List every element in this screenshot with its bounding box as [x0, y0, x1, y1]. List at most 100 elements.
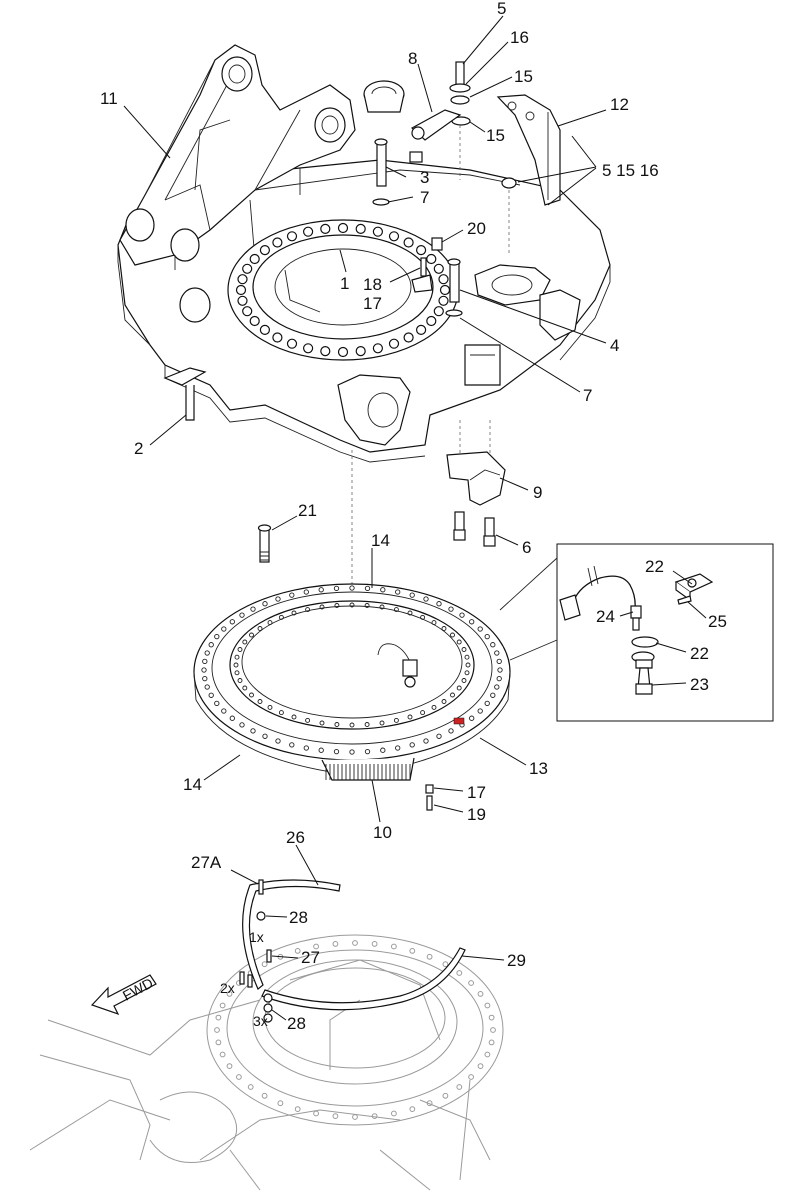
lower-bolt-holes	[214, 940, 496, 1120]
bearing-hole	[436, 733, 442, 739]
bearing-hole	[221, 708, 227, 714]
lower-bolt-hole	[426, 953, 433, 960]
bolt-head	[438, 295, 449, 306]
bearing-hole	[204, 684, 210, 690]
bearing-hole	[364, 748, 371, 755]
bearing-hole	[431, 704, 437, 710]
bearing-hole	[423, 596, 429, 602]
lower-bolt-hole	[409, 948, 416, 954]
bearing-hole	[409, 742, 415, 748]
callout-5-15-16: 5 15 16	[602, 161, 659, 180]
lower-bolt-hole	[247, 1084, 254, 1090]
lower-bolt-hole	[456, 970, 463, 976]
bearing-hole	[239, 722, 245, 728]
lower-bolt-hole	[409, 1106, 416, 1112]
lower-bolt-hole	[219, 1002, 226, 1009]
callout-17-b: 17	[467, 783, 486, 802]
bolt-head	[426, 315, 437, 327]
bolt-head	[439, 284, 451, 296]
bolt-head	[242, 306, 253, 317]
bearing-hole	[333, 748, 340, 755]
bearing-bolt-holes	[201, 585, 503, 755]
bearing-hole	[490, 642, 496, 648]
bearing-hole	[305, 717, 311, 723]
lower-bolt-hole	[484, 1002, 491, 1009]
bearing-hole	[349, 722, 355, 728]
callout-22-a: 22	[645, 557, 664, 576]
lower-bolt-hole	[215, 1014, 222, 1021]
bearing-hole	[364, 603, 370, 608]
bearing-hole	[303, 589, 309, 595]
bolt-circle	[235, 222, 451, 358]
bearing-hole	[278, 614, 284, 620]
bearing-hole	[303, 745, 309, 751]
lower-bolt-hole	[391, 1110, 397, 1117]
lower-bolt-hole	[391, 943, 397, 950]
bolt-head	[438, 274, 449, 285]
bearing-hole	[229, 715, 235, 721]
bearing-hole	[305, 607, 311, 613]
callout-20: 20	[467, 219, 486, 238]
bearing-hole	[380, 587, 386, 593]
bearing-hole	[267, 704, 273, 710]
lower-bolt-hole	[277, 1100, 284, 1107]
lower-bolt-hole	[294, 948, 301, 954]
bearing-hole	[423, 738, 429, 744]
lower-bolt-hole	[332, 1113, 339, 1119]
bolt-head	[403, 237, 414, 248]
bearing-hole	[275, 596, 281, 602]
lower-bolt-hole	[488, 1039, 495, 1046]
lower-bolt-hole	[226, 1063, 233, 1069]
lower-bolt-hole	[226, 991, 233, 997]
lower-bolt-hole	[313, 1110, 320, 1117]
bearing-hole	[450, 692, 455, 698]
bearing-hole	[289, 742, 295, 748]
bolt-head	[303, 226, 314, 237]
bearing-hole	[234, 670, 240, 676]
lower-bolt-hole	[219, 1051, 226, 1058]
bolt-head	[372, 343, 383, 354]
bearing-hole	[364, 722, 370, 727]
bearing-hole	[441, 699, 447, 704]
bolt-head	[355, 346, 366, 357]
bearing-hole	[208, 692, 214, 698]
bearing-hole	[407, 610, 413, 616]
callout-18: 18	[363, 275, 382, 294]
bearing-hole	[409, 592, 415, 598]
callout-29: 29	[507, 951, 526, 970]
bearing-hole	[239, 612, 245, 618]
upper-frame-drawing	[117, 44, 611, 463]
callout-23: 23	[690, 675, 709, 694]
lower-bolt-hole	[442, 1092, 449, 1099]
bearing-hole	[349, 602, 355, 608]
bolt-head	[433, 263, 444, 274]
lower-bolt-hole	[294, 1106, 301, 1112]
lower-bolt-hole	[477, 991, 484, 997]
bearing-hole	[249, 692, 254, 698]
lower-bolt-hole	[477, 1063, 484, 1069]
sensor-detail-inset	[499, 543, 774, 722]
callout-8: 8	[408, 49, 417, 68]
gear-teeth	[325, 764, 411, 780]
bearing-hole	[393, 607, 399, 613]
callout-7-b: 7	[583, 386, 592, 405]
bearing-hole	[477, 626, 483, 632]
callout-10: 10	[373, 823, 392, 842]
bearing-hole	[395, 745, 401, 751]
bearing-hole	[233, 662, 239, 668]
bolt-head	[403, 332, 414, 343]
bearing-hole	[333, 585, 340, 592]
bearing-hole	[461, 678, 467, 683]
bearing-hole	[497, 667, 503, 673]
bearing-hole	[464, 654, 470, 660]
callout-17-a: 17	[363, 294, 382, 313]
lower-bolt-hole	[332, 941, 339, 947]
callout-4: 4	[610, 336, 619, 355]
bearing-hole	[349, 749, 355, 755]
bearing-hole	[291, 610, 297, 616]
bolt-head	[416, 324, 427, 335]
bearing-hole	[334, 722, 340, 727]
bolt-head	[237, 274, 248, 285]
bearing-hole	[208, 642, 214, 648]
bearing-hole	[469, 619, 475, 625]
